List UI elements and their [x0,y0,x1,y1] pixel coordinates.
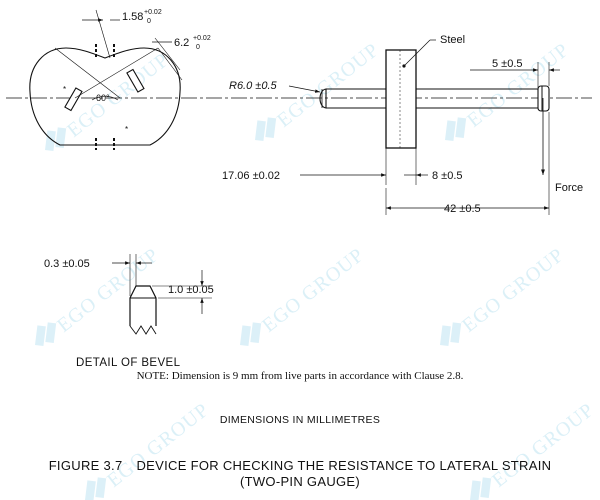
pin-tip [538,86,549,111]
bevel-height-dim: 1.0 ±0.05 [168,284,214,296]
bevel-width-dim: 0.3 ±0.05 [44,258,90,270]
steel-label: Steel [440,34,465,46]
radius-label: R6.0 ±0.5 [229,80,278,92]
svg-text:*: * [63,85,66,94]
slot-length-base: 6.2 [174,37,189,49]
watermark-group: EGO GROUP EGO GROUP EGO GROUP EGO GROUP … [26,35,598,500]
overall-length-dim: 42 ±0.5 [444,203,481,215]
watermark-3: EGO GROUP [463,39,573,132]
figure-title-1: DEVICE FOR CHECKING THE RESISTANCE TO LA… [136,458,551,473]
slot-length-lower: 0 [196,44,200,51]
units-label: DIMENSIONS IN MILLIMETRES [0,414,600,426]
angle-label: 60° [96,93,110,103]
pin-side-view: Steel R6.0 ±0.5 5 ±0.5 17.06 ±0.02 8 ±0.… [222,34,583,215]
pin-tip-dim: 5 ±0.5 [492,58,523,70]
figure-title-2: (TWO-PIN GAUGE) [0,474,600,490]
steel-thickness-dim: 8 ±0.5 [432,170,463,182]
watermark-5: EGO GROUP [258,244,368,337]
left-slot [65,88,82,111]
slot-width-lower: 0 [147,18,151,25]
detail-title: DETAIL OF BEVEL [76,357,181,369]
slot-width-upper: +0.02 [144,9,162,16]
pin-left-length-dim: 17.06 ±0.02 [222,170,280,182]
slot-width-base: 1.58 [122,11,143,23]
watermark-6: EGO GROUP [458,244,568,337]
bevel-profile [130,286,156,326]
watermark-2: EGO GROUP [273,39,383,132]
svg-text:*: * [125,125,128,134]
figure-number: FIGURE 3.7 [49,458,123,473]
note-text: NOTE: Dimension is 9 mm from live parts … [0,370,600,382]
caption-line-1: FIGURE 3.7 DEVICE FOR CHECKING THE RESIST… [0,458,600,474]
figure-caption: FIGURE 3.7 DEVICE FOR CHECKING THE RESIST… [0,458,600,490]
steel-block [386,50,416,148]
force-label: Force [555,182,583,194]
slot-length-upper: +0.02 [193,35,211,42]
